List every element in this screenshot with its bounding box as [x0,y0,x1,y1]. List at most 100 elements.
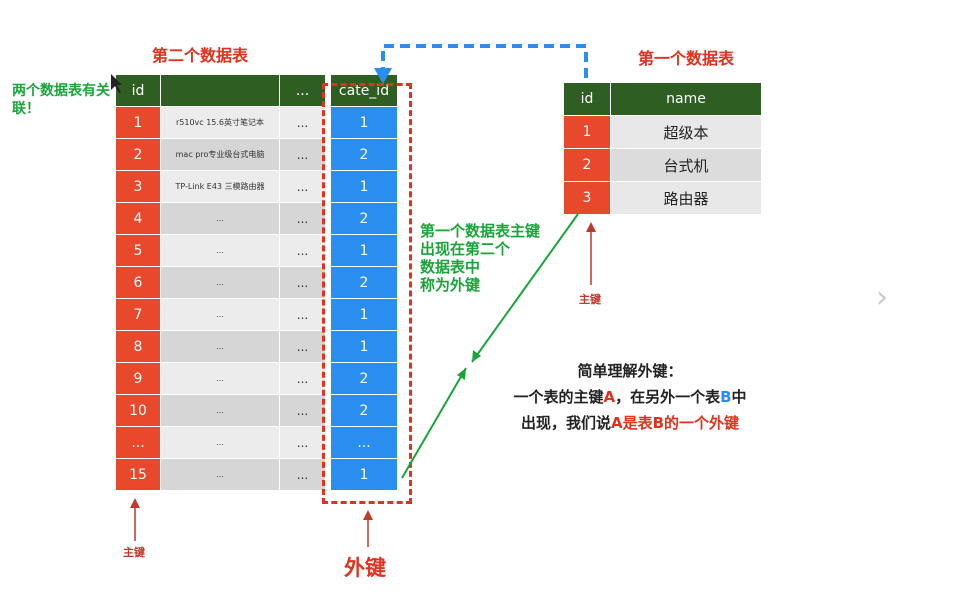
cell-id: ... [115,426,161,459]
cell-name: mac pro专业级台式电脑 [160,138,280,171]
fk-explanation: 第一个数据表主键 出现在第二个 数据表中 称为外键 [420,222,540,294]
blue-arrowhead-icon [374,68,392,84]
cell-dots: ... [279,394,326,427]
cell-dots: ... [279,362,326,395]
header-name [160,74,280,107]
blue-dashed-connector [381,44,588,78]
first-table-title: 第一个数据表 [638,49,735,68]
green-arrowhead-upper-icon [472,350,481,362]
cell-id: 3 [563,181,611,215]
cell-name: ... [160,234,280,267]
table-row: 9......2 [115,362,398,395]
table-row: ............ [115,426,398,459]
cell-name: ... [160,458,280,491]
fk-label: 外键 [344,556,386,580]
cell-name: ... [160,330,280,363]
pk-arrow-left-head-icon [130,498,140,508]
cell-cate-id: 1 [330,170,398,203]
cell-dots: ... [279,298,326,331]
cell-id: 2 [115,138,161,171]
cell-name: 台式机 [610,148,762,182]
foreign-key-highlight-box [322,83,412,504]
green-arrowhead-lower-icon [457,368,466,380]
table-row: 7......1 [115,298,398,331]
pk-label-left: 主键 [123,546,145,559]
cell-dots: ... [279,202,326,235]
fk-explanation-line: 出现在第二个 [420,240,511,258]
cell-name: 超级本 [610,115,762,149]
summary-line-2: 出现，我们说A是表B的一个外键 [480,410,780,436]
cell-cate-id: 2 [330,362,398,395]
summary-letter-b: B [720,388,732,406]
cell-cate-id: 2 [330,202,398,235]
pk-label-right: 主键 [579,293,601,306]
fk-arrow-head-icon [363,510,373,520]
cell-cate-id: 1 [330,330,398,363]
cell-dots: ... [279,266,326,299]
cell-id: 3 [115,170,161,203]
cell-cate-id: 1 [330,458,398,491]
green-line-lower [401,367,467,479]
cell-dots: ... [279,426,326,459]
cell-id: 10 [115,394,161,427]
header-dots: ... [279,74,326,107]
next-chevron-icon[interactable]: › [876,280,888,315]
cell-name: ... [160,266,280,299]
cell-dots: ... [279,458,326,491]
cell-name: 路由器 [610,181,762,215]
summary-highlight: A是表B的一个外键 [610,414,740,432]
pk-arrow-right-head-icon [586,222,596,232]
summary-line-1: 一个表的主键A，在另外一个表B中 [480,384,780,410]
table-row: 6......2 [115,266,398,299]
fk-explanation-line: 数据表中 [420,258,481,276]
cell-id: 6 [115,266,161,299]
cell-id: 1 [563,115,611,149]
cell-cate-id: 2 [330,394,398,427]
summary-text: ，在另外一个表 [615,388,721,406]
cell-id: 15 [115,458,161,491]
summary-text: 一个表的主键 [513,388,604,406]
table-row: 8......1 [115,330,398,363]
cell-id: 4 [115,202,161,235]
cell-id: 7 [115,298,161,331]
cell-dots: ... [279,170,326,203]
cell-dots: ... [279,234,326,267]
header-id: id [563,82,611,116]
cursor-icon [111,74,122,93]
summary-block: 简单理解外键： 一个表的主键A，在另外一个表B中 出现，我们说A是表B的一个外键 [480,358,780,436]
cell-name: r510vc 15.6英寸笔记本 [160,106,280,139]
cell-cate-id: ... [330,426,398,459]
summary-text: 中 [731,388,747,406]
fk-explanation-line: 第一个数据表主键 [420,222,541,240]
fk-explanation-line: 称为外键 [420,276,481,294]
table-row: 15......1 [115,458,398,491]
cell-id: 2 [563,148,611,182]
cell-dots: ... [279,330,326,363]
cell-id: 8 [115,330,161,363]
table-row: 4......2 [115,202,398,235]
summary-title: 简单理解外键： [577,362,683,380]
second-table-title: 第二个数据表 [152,46,249,65]
table-header-row: id name [563,82,762,116]
cell-dots: ... [279,106,326,139]
cell-id: 9 [115,362,161,395]
summary-text: 出现，我们说 [520,414,611,432]
summary-letter-a: A [603,388,616,406]
side-note: 两个数据表有关联！ [12,83,110,117]
table-row: 10......2 [115,394,398,427]
cell-cate-id: 1 [330,234,398,267]
table-header-row: id ... cate_id [115,74,398,107]
cell-cate-id: 1 [330,106,398,139]
header-name: name [610,82,762,116]
cell-name: ... [160,362,280,395]
cell-cate-id: 1 [330,298,398,331]
green-line-upper [471,213,579,363]
